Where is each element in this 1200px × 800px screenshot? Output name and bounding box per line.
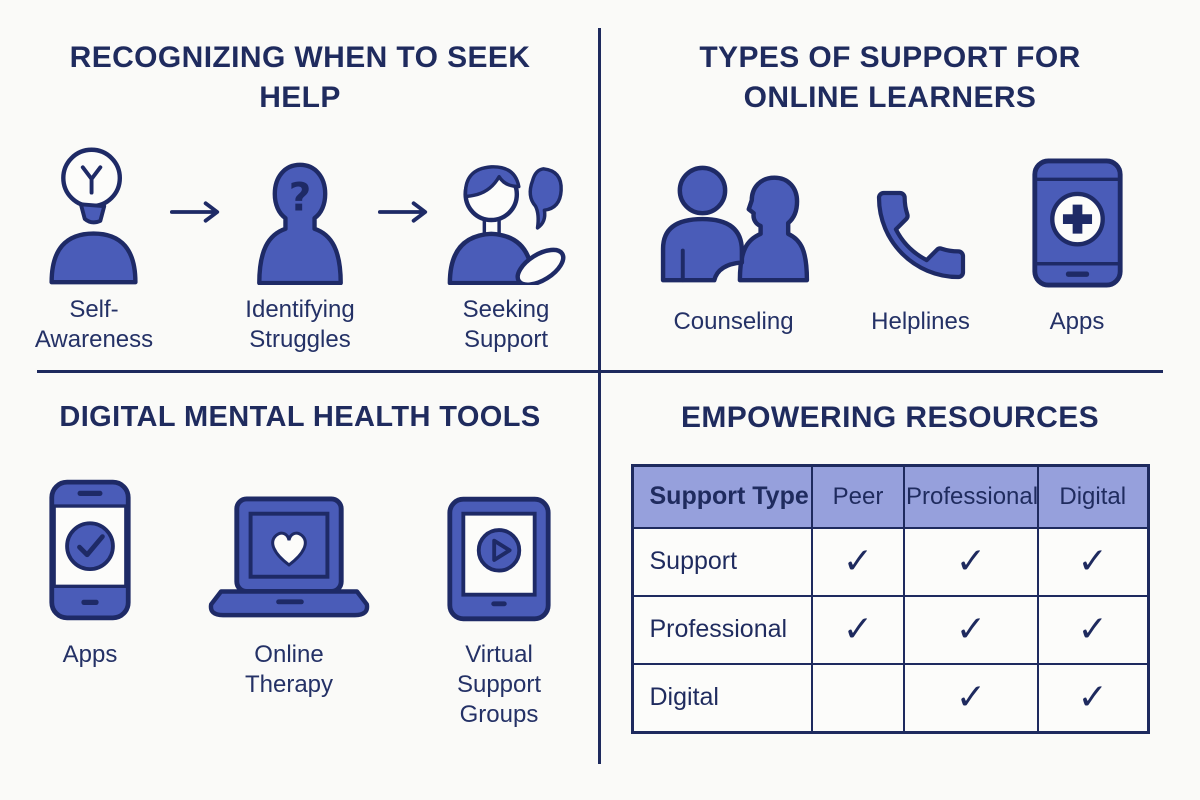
laptop-heart-icon [205, 466, 373, 624]
recognizing-flow: ? Self- Awareness Identifyin [34, 139, 566, 355]
item-label: Counseling [673, 308, 794, 336]
item-label: Apps [1049, 308, 1105, 336]
support-item-helplines: Helplines [865, 143, 977, 337]
table-row-support: Support ✓ ✓ ✓ [631, 526, 1149, 597]
resources-table: Support Type Peer Professional Digital S… [630, 463, 1150, 734]
quadrant-title-resources: EMPOWERING RESOURCES [680, 401, 1100, 434]
row-label: Professional [631, 594, 813, 665]
tool-item-online-therapy: Online Therapy [205, 466, 373, 700]
vertical-divider [598, 28, 601, 764]
row-label: Digital [631, 662, 813, 734]
person-speech-icon [442, 139, 570, 286]
tool-item-apps: Apps [47, 466, 133, 670]
support-item-counseling: Counseling [655, 143, 813, 337]
tool-item-virtual-groups: Virtual Support Groups [445, 466, 553, 730]
quadrant-title-recognizing: RECOGNIZING WHEN TO SEEK HELP [69, 41, 531, 114]
step-label: Identifying Struggles [245, 296, 355, 354]
check-cell [811, 662, 905, 734]
person-question-icon: ? [245, 139, 355, 286]
item-label: Helplines [871, 308, 970, 336]
check-cell: ✓ [903, 662, 1039, 734]
digital-tools-row: Apps Online Therapy [38, 466, 562, 730]
support-item-apps: Apps [1029, 143, 1126, 337]
table-header-row: Support Type Peer Professional Digital [631, 464, 1149, 529]
table-header-professional: Professional [903, 464, 1039, 529]
person-lightbulb-icon [38, 139, 150, 285]
check-cell: ✓ [1037, 526, 1149, 597]
check-cell: ✓ [1037, 662, 1149, 734]
check-cell: ✓ [903, 594, 1039, 665]
table-header-support-type: Support Type [631, 464, 813, 529]
arrow-right-icon [377, 200, 431, 229]
check-cell: ✓ [903, 526, 1039, 597]
step-label: Self- Awareness [34, 296, 154, 354]
quadrant-digital-tools: DIGITAL MENTAL HEALTH TOOLS Apps [38, 392, 562, 730]
svg-text:?: ? [289, 176, 311, 221]
phone-plus-icon [1029, 143, 1126, 291]
item-label: Apps [62, 641, 118, 669]
arrow-right-icon [169, 200, 223, 229]
item-label: Online Therapy [244, 641, 334, 699]
check-cell: ✓ [811, 526, 905, 597]
tablet-play-icon [445, 466, 553, 624]
phone-check-icon [47, 466, 133, 624]
table-header-peer: Peer [811, 464, 905, 529]
phone-handset-icon [865, 143, 977, 291]
quadrant-title-support-types: TYPES OF SUPPORT FOR ONLINE LEARNERS [699, 41, 1081, 114]
quadrant-resources: EMPOWERING RESOURCES Support Type Peer P… [614, 392, 1166, 734]
quadrant-recognizing: RECOGNIZING WHEN TO SEEK HELP ? [34, 28, 566, 355]
table-row-digital: Digital ✓ ✓ [631, 662, 1149, 734]
quadrant-support-types: TYPES OF SUPPORT FOR ONLINE LEARNERS Cou… [612, 28, 1168, 337]
step-label: Seeking Support [462, 296, 550, 354]
counseling-people-icon [655, 143, 813, 291]
check-cell: ✓ [1037, 594, 1149, 665]
support-types-row: Counseling Helplines [612, 143, 1168, 337]
check-cell: ✓ [811, 594, 905, 665]
table-row-professional: Professional ✓ ✓ ✓ [631, 594, 1149, 665]
table-header-digital: Digital [1037, 464, 1149, 529]
quadrant-title-digital-tools: DIGITAL MENTAL HEALTH TOOLS [59, 401, 541, 433]
row-label: Support [631, 526, 813, 597]
horizontal-divider [37, 370, 1163, 373]
item-label: Virtual Support Groups [456, 641, 542, 729]
